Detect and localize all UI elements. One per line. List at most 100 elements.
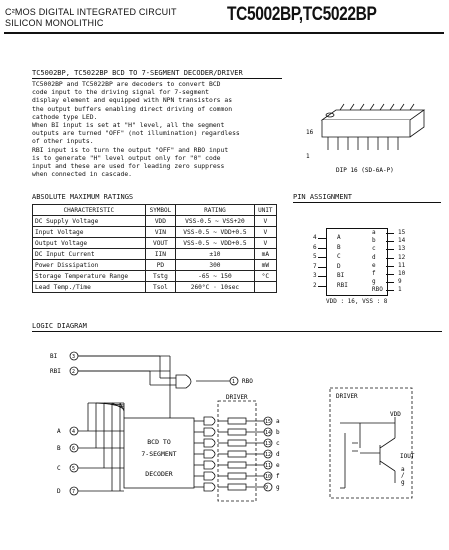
output-segment: d	[276, 451, 280, 458]
detail-mosfet	[352, 442, 358, 452]
ratings-cell: DC Input Current	[32, 248, 146, 260]
pin-right-name: b	[372, 237, 376, 245]
input-name: C	[57, 465, 61, 472]
output-segment: b	[276, 429, 280, 436]
output-pin-circle	[263, 416, 273, 426]
pin-lead	[386, 282, 394, 284]
wire	[119, 402, 125, 412]
pin-assignment-title: PIN ASSIGNMENT	[293, 193, 353, 201]
driver-buffer	[227, 450, 247, 458]
description-line: RBI input is to turn the output "OFF" an…	[32, 145, 229, 154]
pin-right-name: f	[372, 270, 376, 277]
input-name: A	[57, 428, 61, 435]
driver-buffer	[227, 417, 247, 425]
part-number-title: TC5002BP,TC5022BP	[227, 4, 377, 25]
output-pin-circle	[263, 471, 273, 481]
rbo-pin-circle	[229, 376, 239, 386]
package-drawing: 16 1 DIP 16 (SD-6A-P)	[306, 103, 426, 174]
pin-left-name: A	[337, 234, 341, 241]
ratings-cell: 300	[175, 259, 255, 271]
description-rule	[32, 78, 282, 79]
output-pin-circle	[263, 438, 273, 448]
pin-lead	[386, 241, 394, 243]
logic-diagram-title: LOGIC DIAGRAM	[32, 322, 87, 330]
description-line: TC5002BP and TC5022BP are decoders to co…	[32, 80, 221, 88]
pin-right-number: 15	[398, 229, 406, 236]
wire	[111, 402, 125, 410]
pin-left-number: 4	[313, 234, 317, 241]
output-gate	[203, 460, 216, 470]
output-gate	[203, 427, 216, 437]
pin-right-name: e	[372, 261, 376, 269]
supply-pins: VDD : 16, VSS : 8	[326, 298, 388, 305]
wire	[103, 402, 125, 408]
rbo-name: RBO	[242, 378, 253, 385]
logic-diagram: BCD TO 7-SEGMENT DECODER DRIVER DRIVER V…	[50, 351, 415, 502]
pin-right-number: 13	[398, 245, 406, 253]
pin-lead	[318, 266, 326, 268]
ratings-cell: VSS-0.5 ~ VDD+0.5	[175, 226, 255, 238]
driver-label: DRIVER	[226, 394, 248, 401]
pin-lead	[386, 265, 394, 267]
ratings-cell: DC Supply Voltage	[32, 215, 146, 227]
pin-left-number: 5	[313, 253, 317, 261]
pin-right-name: a	[372, 229, 376, 236]
output-pin-circle	[263, 427, 273, 437]
pin-left-name: C	[337, 253, 341, 261]
pin-left-name: D	[337, 262, 341, 270]
ratings-cell: V	[253, 237, 278, 249]
header-line2: SILICON MONOLITHIC	[5, 18, 104, 28]
pin-right-number: 1	[398, 286, 402, 294]
output-pin-number: 13	[265, 441, 271, 447]
driver-detail-title: DRIVER	[336, 393, 358, 400]
output-pin-circle	[263, 460, 273, 470]
pin-left-name: BI	[337, 272, 345, 280]
pin-left-number: 6	[313, 243, 317, 251]
ratings-cell: ±10	[175, 248, 255, 260]
output-pin-number: 12	[265, 452, 271, 458]
driver-block-box	[217, 400, 257, 502]
driver-detail-iout: IOUT	[400, 453, 415, 460]
driver-detail-box	[329, 387, 413, 499]
driver-detail-seg-g: g	[401, 479, 405, 486]
ratings-cell: Storage Temperature Range	[32, 270, 146, 282]
ratings-cell: °C	[253, 270, 278, 282]
pin-right-number: 9	[398, 278, 402, 286]
output-gate	[203, 416, 216, 426]
output-gate	[203, 482, 216, 492]
input-name: BI	[50, 353, 58, 360]
description-line: of other inputs.	[32, 137, 94, 146]
logic-diagram-rule	[32, 331, 442, 332]
driver-detail-seg-a: a	[401, 466, 405, 473]
description-line: display element and equipped with NPN tr…	[32, 96, 233, 105]
description-line: cathode type LED.	[32, 112, 98, 121]
driver-buffer	[227, 428, 247, 436]
pin-right-number: 12	[398, 253, 406, 261]
pin-right-name: c	[372, 245, 376, 253]
description-line: input and these are used for leading zer…	[32, 162, 225, 171]
ratings-cell: VSS-0.5 ~ VDD+0.5	[175, 237, 255, 249]
ratings-cell: VSS-0.5 ~ VSS+20	[175, 215, 255, 227]
pin-lead	[318, 276, 326, 278]
ratings-cell: VOUT	[144, 237, 177, 249]
driver-buffer	[227, 461, 247, 469]
input-name: B	[57, 445, 61, 452]
rbo-gate	[175, 374, 192, 389]
output-pin-number: 10	[265, 474, 271, 480]
package-pin1-label: 1	[306, 153, 310, 160]
driver-detail-to: /	[401, 472, 405, 479]
output-gate	[203, 449, 216, 459]
pin-lead	[318, 238, 326, 239]
ratings-cell: Output Voltage	[32, 237, 146, 249]
pin-left-name: B	[337, 243, 341, 251]
description-line: is to generate "H" level output only for…	[32, 153, 221, 162]
pin-right-name: RBO	[372, 286, 383, 294]
pin-package-outline	[326, 228, 388, 296]
ratings-header-cell: CHARACTERISTIC	[32, 204, 146, 216]
output-segment: c	[276, 440, 280, 447]
